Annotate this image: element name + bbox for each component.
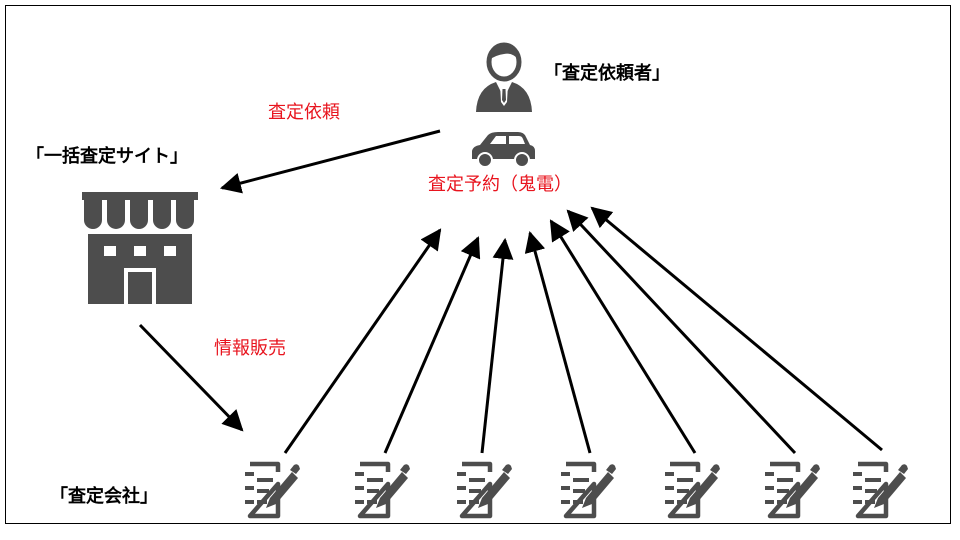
form-edit-icon	[245, 461, 300, 519]
form-edit-icon	[355, 461, 410, 519]
form-edit-icon	[457, 461, 512, 519]
companies-label: 「査定会社」	[50, 486, 158, 507]
info-sale-label: 情報販売	[214, 338, 286, 359]
arrow-booking	[566, 209, 797, 455]
arrow-booking	[283, 228, 442, 454]
arrow-booking	[383, 236, 481, 454]
businessman-icon	[476, 42, 532, 112]
site-label: 「一括査定サイト」	[26, 146, 188, 167]
storefront-icon	[82, 192, 198, 304]
request-label: 査定依頼	[268, 102, 340, 123]
diagram-frame	[5, 5, 951, 524]
car-icon	[472, 132, 535, 168]
arrow-info-sale	[138, 323, 244, 432]
form-edit-icon	[665, 461, 720, 519]
booking-label: 査定予約（鬼電）	[428, 174, 572, 195]
arrow-booking	[549, 219, 697, 454]
form-edit-icon	[765, 461, 820, 519]
arrow-booking	[590, 206, 883, 452]
arrow-booking	[480, 237, 514, 454]
booking-arrows	[283, 206, 883, 455]
arrow-request	[219, 129, 441, 194]
form-edit-icon	[853, 461, 908, 519]
arrow-booking	[524, 230, 592, 454]
requester-label: 「査定依頼者」	[544, 63, 670, 84]
form-edit-icon	[561, 461, 616, 519]
